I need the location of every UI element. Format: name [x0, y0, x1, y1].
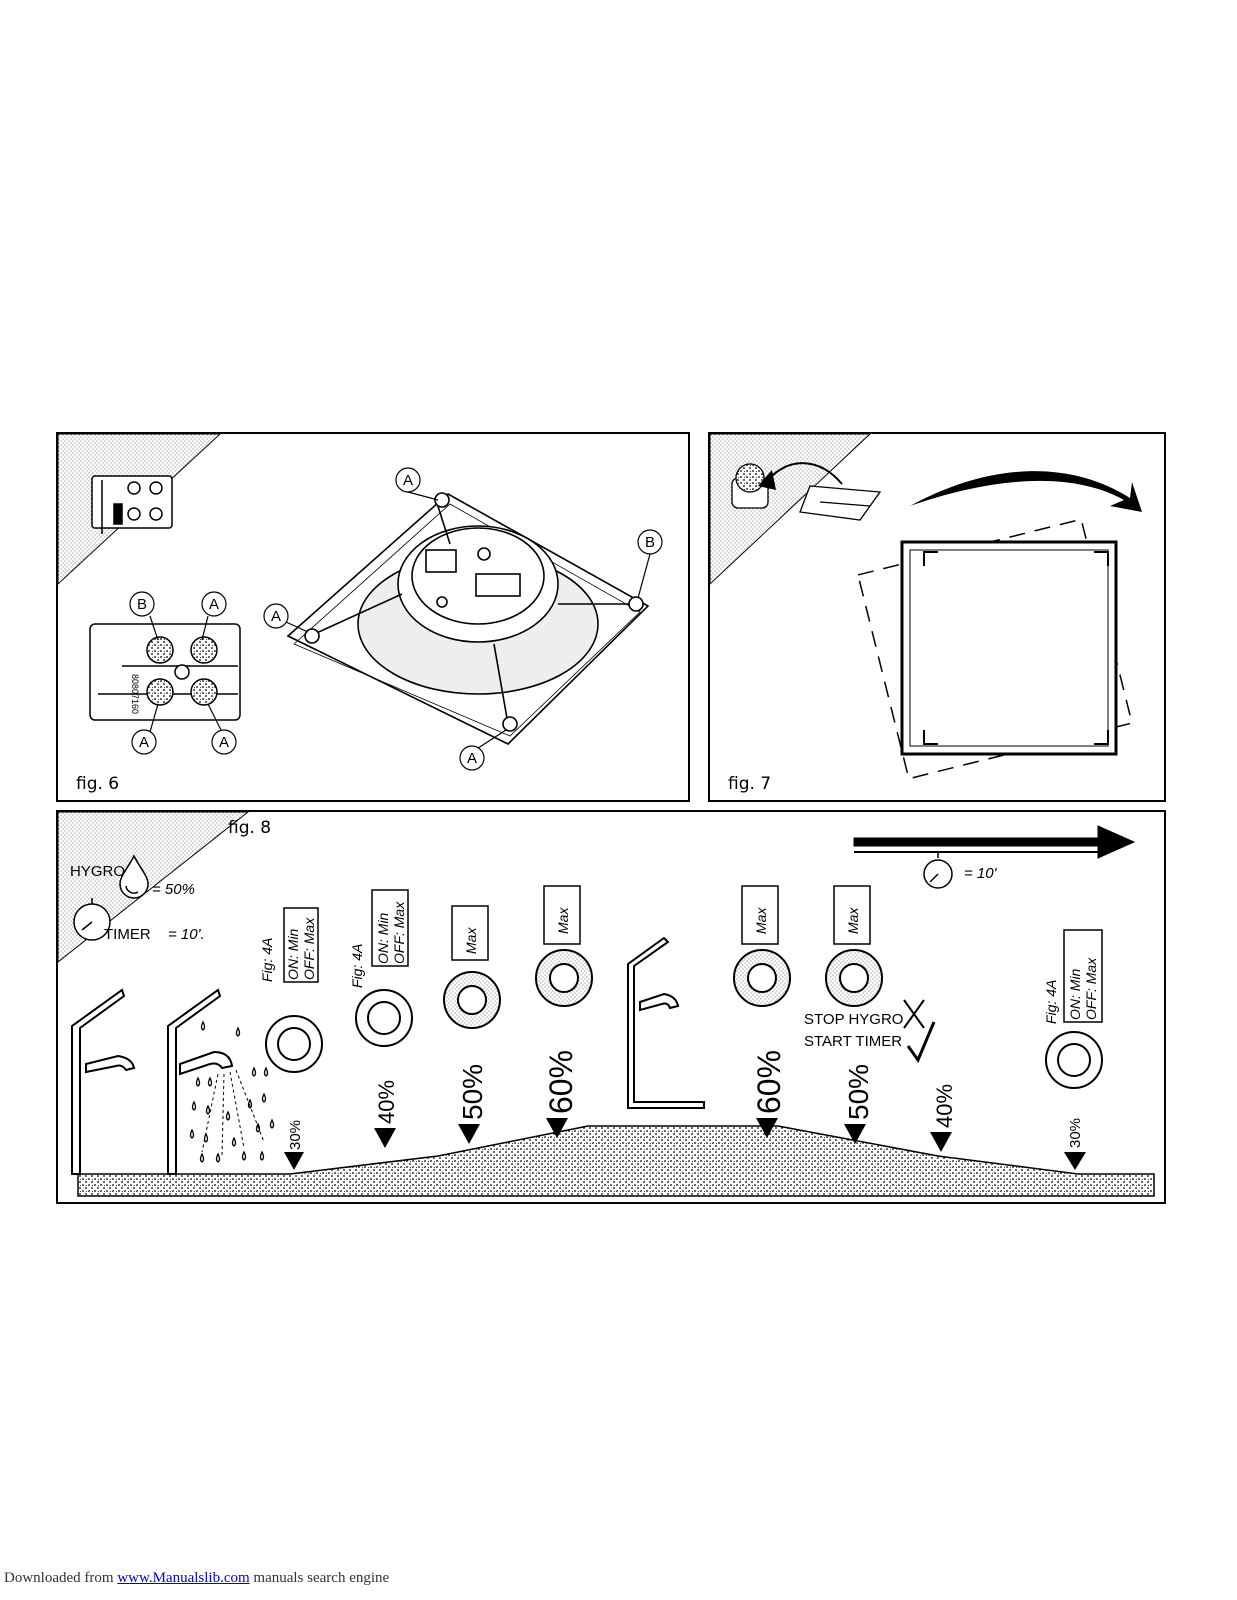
part-code: 80807160 [130, 674, 140, 714]
step-0-mode-1: Fig: 4A [259, 938, 275, 982]
fan-base-plate-icon [286, 492, 650, 745]
humidity-profile [77, 1125, 1155, 1197]
mode-box [1063, 929, 1103, 1023]
step-3-mode-1: Max [555, 907, 571, 934]
swap-arrow-icon [767, 462, 843, 485]
level-markers [284, 1118, 1086, 1170]
fig8-panel: HYGRO = 50% TIMER = 10'. = 10' STOP HYGR… [56, 810, 1166, 1204]
stopwatch-value: = 10' [964, 865, 998, 882]
mode-box [451, 905, 489, 961]
fan-dial-icon [265, 1015, 323, 1073]
callout-a-5 [131, 729, 157, 755]
svg-text:A: A [219, 734, 229, 751]
bathroom-wall-icon [71, 988, 222, 1175]
mode-box [283, 907, 319, 983]
callout-b-2 [129, 591, 155, 617]
start-timer-label: START TIMER [804, 1033, 902, 1050]
fan-dial-icon [1045, 1031, 1103, 1089]
fan-cover-icon [900, 540, 1118, 756]
fan-speed-dials [265, 949, 1103, 1089]
step-1-percent: 40% [374, 1080, 399, 1124]
mode-box [833, 885, 871, 945]
step-5-mode-1: Max [845, 907, 861, 934]
step-4-mode-1: Max [753, 907, 769, 934]
step-0-mode-2: ON: Min [285, 928, 301, 980]
step-5-percent: 50% [843, 1064, 874, 1120]
stopwatch-icon [923, 852, 953, 889]
terminal-block-icon [89, 623, 241, 721]
step-4-percent: 60% [751, 1050, 787, 1114]
fig6-label: fig. 6 [76, 774, 120, 794]
fan-dial-icon [535, 949, 593, 1007]
fig7-label: fig. 7 [728, 774, 772, 794]
hygro-label: HYGRO [70, 863, 125, 880]
callout-a-3 [459, 745, 485, 771]
callout-a-4 [201, 591, 227, 617]
step-0-mode-3: OFF: Max [301, 917, 317, 980]
footer: Downloaded from www.Manualslib.com manua… [4, 1570, 389, 1587]
step-0-percent: 30% [287, 1120, 304, 1150]
fan-dial-icon [825, 949, 883, 1007]
tap-icon [85, 1050, 234, 1076]
step-2-percent: 50% [457, 1064, 488, 1120]
callout-a-2 [263, 603, 289, 629]
svg-text:B: B [137, 596, 147, 613]
step-1-mode-1: Fig: 4A [349, 944, 365, 988]
fig6-panel: 80807160 [56, 432, 690, 802]
step-7-percent: 30% [1067, 1118, 1084, 1148]
stop-hygro-label: STOP HYGRO [804, 1011, 903, 1028]
svg-text:B: B [645, 534, 655, 551]
hygro-value: = 50% [152, 881, 195, 898]
fan-dial-icon [443, 971, 501, 1029]
timer-value: = 10'. [168, 926, 205, 943]
fig8-illustration: HYGRO = 50% TIMER = 10'. = 10' STOP HYGR… [58, 812, 1155, 1197]
humidity-drop-icon [119, 854, 149, 899]
bathroom-wall-icon-2 [627, 936, 705, 1109]
step-2-mode-1: Max [463, 927, 479, 954]
svg-text:A: A [271, 608, 281, 625]
callout-a-6 [211, 729, 237, 755]
fig7-illustration [710, 434, 1142, 780]
step-1-mode-2: ON: Min [375, 912, 391, 964]
time-arrow-icon [853, 825, 1136, 859]
step-7-mode-2: ON: Min [1067, 968, 1083, 1020]
fan-dial-icon [355, 989, 413, 1047]
svg-text:A: A [209, 596, 219, 613]
step-3-percent: 60% [543, 1050, 579, 1114]
mode-box [543, 885, 581, 945]
timer-label: TIMER [104, 926, 151, 943]
svg-text:A: A [403, 472, 413, 489]
fig8-label: fig. 8 [228, 818, 272, 838]
mode-box [741, 885, 779, 945]
fan-dial-icon [733, 949, 791, 1007]
svg-text:A: A [467, 750, 477, 767]
shower-drops-icon [189, 1020, 275, 1163]
callout-b-1 [637, 529, 663, 555]
step-1-mode-3: OFF: Max [391, 901, 407, 964]
check-icon [906, 1021, 936, 1064]
mode-box [371, 889, 409, 967]
footer-suffix: manuals search engine [249, 1570, 390, 1586]
step-7-mode-1: Fig: 4A [1043, 980, 1059, 1024]
step-6-percent: 40% [932, 1084, 957, 1128]
module-thumbnail-icon [91, 475, 173, 534]
stop-cross-icon [903, 999, 925, 1029]
callout-a-1 [395, 467, 421, 493]
rotate-arrow-icon [910, 471, 1142, 512]
timer-dial-icon [73, 898, 111, 941]
svg-text:A: A [139, 734, 149, 751]
fig7-panel: fig. 7 [708, 432, 1166, 802]
fig6-illustration: 80807160 [58, 434, 663, 771]
footer-prefix: Downloaded from [4, 1570, 118, 1586]
manualslib-link[interactable]: www.Manualslib.com [117, 1570, 250, 1586]
step-7-mode-3: OFF: Max [1083, 957, 1099, 1020]
